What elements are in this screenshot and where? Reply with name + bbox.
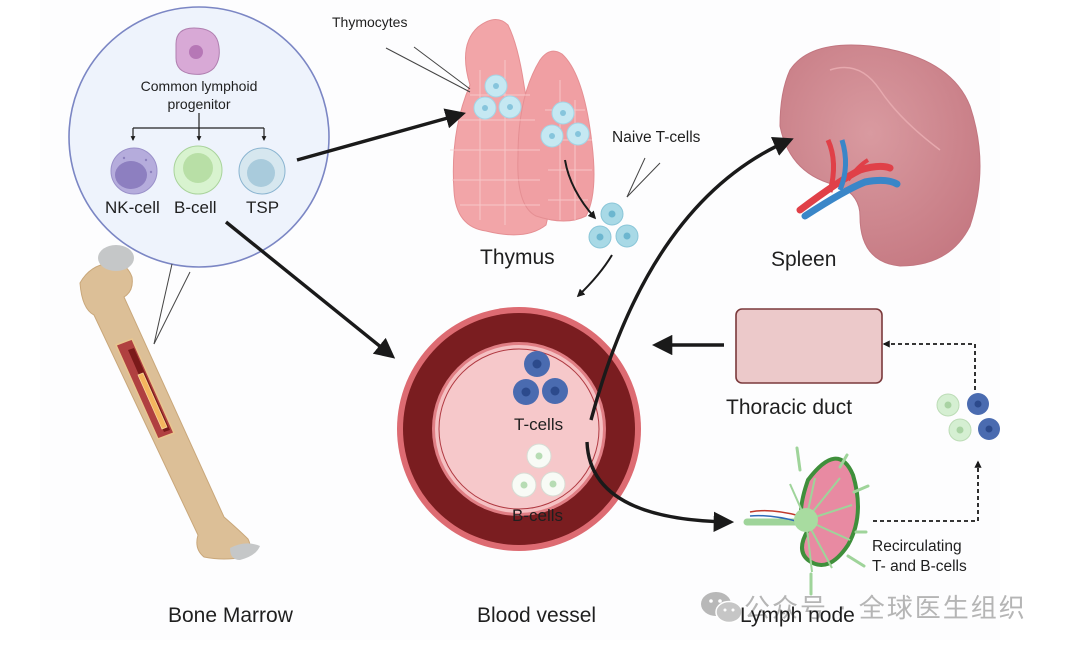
spleen-label: Spleen (771, 248, 837, 271)
blood-vessel-cross-section (397, 307, 641, 551)
arrows (224, 108, 794, 532)
arrow-vessel-to-lymph-node (585, 441, 735, 532)
thymus-organ (385, 19, 595, 236)
lymph-node-label: Lymph node (740, 604, 855, 627)
nk-cell (110, 147, 158, 195)
thymocytes-label: Thymocytes (332, 14, 408, 30)
b-cell (173, 145, 223, 195)
spleen-organ (779, 44, 981, 267)
arrow-tsp-to-thymus (296, 108, 466, 162)
arrow-recirculating-to-duct (882, 340, 976, 390)
bone-marrow-label: Bone Marrow (168, 604, 293, 627)
zoom-line (413, 46, 471, 90)
tsp-label: TSP (246, 198, 280, 217)
tsp-cell (238, 147, 286, 195)
zoom-line (385, 47, 471, 93)
b-cells-label: B-cells (512, 506, 564, 525)
blood-vessel-label: Blood vessel (477, 604, 597, 627)
b-cell-label: B-cell (174, 198, 217, 217)
progenitor-label-line1: Common lymphoid (140, 78, 258, 94)
femur-bone (79, 245, 260, 560)
arrow-thymus-to-naive (564, 159, 597, 220)
progenitor-label-line2: progenitor (167, 96, 231, 112)
arrow-lymph-to-recirculating (873, 460, 982, 522)
naive-t-cells-label: Naive T-cells (612, 129, 701, 146)
recirculating-label-line1: Recirculating (872, 538, 962, 555)
t-cells-label: T-cells (514, 415, 564, 434)
thoracic-duct-label: Thoracic duct (726, 396, 853, 419)
t-cell-cluster (513, 351, 568, 405)
arrow-vessel-to-spleen (589, 137, 794, 421)
watermark-text: 公众号 · 全球医生组织 (744, 594, 1027, 624)
wechat-icon (701, 592, 743, 624)
common-lymphoid-progenitor-cell (175, 27, 220, 75)
bone-marrow-cutaway (114, 338, 176, 440)
zoom-line (153, 271, 191, 345)
nk-cell-label: NK-cell (105, 198, 160, 217)
b-cell-cluster (511, 443, 566, 498)
recirculating-cells (936, 393, 1000, 442)
progenitor-circle (68, 6, 330, 268)
recirculating-label-line2: T- and B-cells (872, 558, 967, 575)
zoom-line (153, 263, 173, 345)
arrow-bcell-to-vessel (224, 220, 396, 359)
naive-t-cells (588, 157, 661, 249)
thymus-label: Thymus (480, 246, 555, 269)
arrow-naive-to-vessel (576, 254, 613, 298)
thoracic-duct-box (735, 308, 883, 384)
lymph-node-organ (743, 446, 870, 596)
watermark: 公众号 · 全球医生组织 (698, 588, 1078, 628)
lineage-tree (130, 113, 267, 141)
